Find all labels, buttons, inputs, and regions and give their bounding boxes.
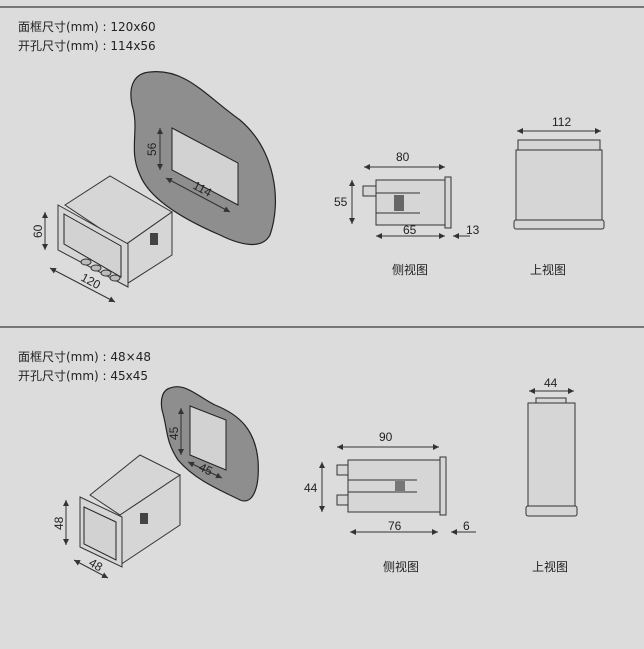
side-total-length-label: 90	[379, 430, 393, 444]
side-total-length-label: 80	[396, 150, 410, 164]
frame-size-text: 面框尺寸(mm) : 120x60	[18, 20, 156, 34]
top-view: 44 上视图	[525, 376, 578, 574]
front-height-label: 48	[52, 516, 66, 530]
section-48x48: 面框尺寸(mm) : 48×48 开孔尺寸(mm) : 45x45 45 45 …	[18, 350, 578, 579]
top-view-caption: 上视图	[532, 559, 568, 574]
panel-cutout-illustration: 56 114	[130, 71, 276, 245]
device-isometric: 48 48	[52, 454, 181, 579]
front-width-label: 120	[79, 270, 104, 292]
side-view-caption: 侧视图	[383, 559, 419, 574]
section-120x60: 面框尺寸(mm) : 120x60 开孔尺寸(mm) : 114x56 56 1…	[18, 20, 605, 303]
front-width-label: 48	[87, 555, 106, 574]
cutout-width-label: 45	[197, 460, 215, 478]
top-view-caption: 上视图	[530, 262, 566, 277]
side-body-length-label: 76	[388, 519, 402, 533]
side-height-label: 44	[304, 481, 318, 495]
cutout-size-text: 开孔尺寸(mm) : 45x45	[18, 369, 148, 383]
top-width-label: 44	[544, 376, 558, 390]
frame-size-text: 面框尺寸(mm) : 48×48	[18, 350, 151, 364]
device-isometric: 60 120	[31, 175, 173, 303]
top-view: 112 上视图	[513, 115, 605, 277]
side-view-caption: 侧视图	[392, 262, 428, 277]
front-height-label: 60	[31, 224, 45, 238]
side-front-depth-label: 13	[466, 223, 480, 237]
cutout-height-label: 56	[145, 142, 159, 156]
cutout-height-label: 45	[167, 426, 181, 440]
side-body-length-label: 65	[403, 223, 417, 237]
side-view: 90 44 76 6 侧视图	[304, 430, 476, 574]
side-height-label: 55	[334, 195, 348, 209]
side-front-depth-label: 6	[463, 519, 470, 533]
cutout-size-text: 开孔尺寸(mm) : 114x56	[18, 39, 156, 53]
panel-cutout-illustration: 45 45	[160, 386, 259, 502]
top-width-label: 112	[552, 115, 571, 129]
side-view: 80 55 65 13 侧视图	[334, 150, 480, 277]
